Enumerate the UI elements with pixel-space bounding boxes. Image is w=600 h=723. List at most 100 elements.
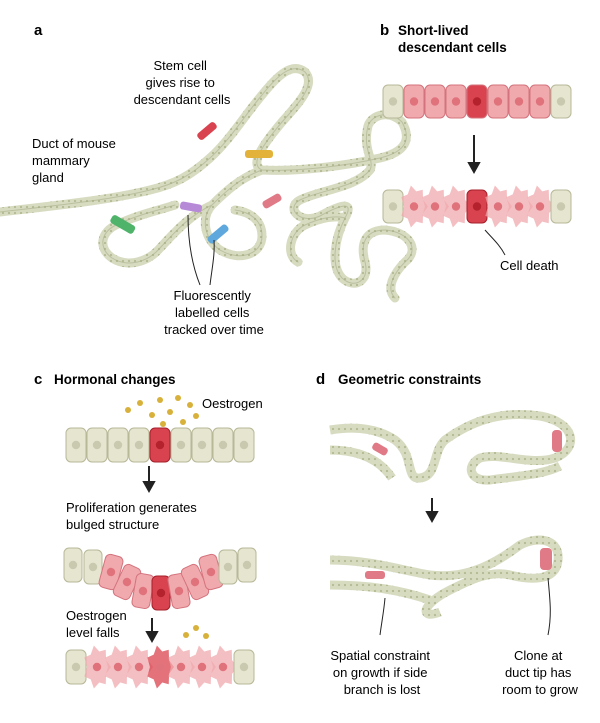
cell-pink	[529, 84, 551, 119]
cell-row-after	[65, 645, 255, 689]
panel-c-title: Hormonal changes	[54, 372, 176, 387]
label-duct: Duct of mouse mammary gland	[32, 136, 119, 185]
oestrogen-dot	[160, 421, 166, 427]
dying-cell	[105, 645, 132, 689]
cell-beige	[233, 649, 255, 685]
panel-a: a Stem cell gives rise to descendant cel…	[0, 22, 417, 337]
cell-beige	[550, 189, 572, 224]
cell-beige	[382, 84, 404, 119]
oestrogen-dot	[149, 412, 155, 418]
cell-red	[149, 427, 171, 463]
label-oestrogen-falls: Oestrogen level falls	[66, 608, 130, 640]
cell-row-bulged	[63, 547, 257, 611]
pointer-spatial	[379, 597, 386, 636]
dying-cell-red	[147, 645, 174, 689]
cell-beige	[212, 427, 234, 463]
arrow-down-b	[467, 135, 481, 175]
pointer-lines	[187, 214, 215, 286]
cell-beige	[382, 189, 404, 224]
label-cell-death: Cell death	[500, 258, 559, 273]
oestrogen-dot	[193, 625, 199, 631]
oestrogen-dot	[137, 400, 143, 406]
cell-red	[151, 575, 171, 611]
oestrogen-dot	[193, 413, 199, 419]
label-oestrogen: Oestrogen	[202, 396, 263, 411]
cell-beige	[86, 427, 108, 463]
labelled-clones	[110, 122, 282, 244]
clone-red	[197, 122, 217, 140]
panel-d-title: Geometric constraints	[338, 372, 481, 387]
dying-cell	[443, 185, 470, 228]
duct-branch-lost	[329, 535, 563, 619]
cell-pink	[508, 84, 530, 119]
dying-cell	[506, 185, 533, 228]
arrow-down-c2	[145, 618, 159, 644]
dying-cell	[401, 185, 428, 228]
cell-beige	[237, 547, 257, 583]
dying-cell	[168, 645, 195, 689]
cell-beige	[65, 649, 87, 685]
clone-orange	[245, 150, 273, 158]
label-spatial-constraint: Spatial constraint on growth if side bra…	[330, 648, 433, 697]
pointer-cell-death	[484, 229, 506, 256]
arrow-down-d	[425, 498, 439, 524]
oestrogen-dot	[203, 633, 209, 639]
panel-d: d Geometric constraints Spatial constrai…	[316, 371, 579, 697]
cell-beige	[65, 427, 87, 463]
panel-c: c Hormonal changes Oestrogen Proliferati…	[34, 371, 263, 689]
label-clone-tip: Clone at duct tip has room to grow	[502, 648, 578, 697]
cell-pink	[424, 84, 446, 119]
panel-b-title: Short-lived descendant cells	[398, 23, 507, 55]
dying-cell	[422, 185, 449, 228]
cell-row-dying	[382, 185, 572, 228]
cell-red	[466, 189, 488, 224]
mammary-duct-tree	[0, 64, 417, 303]
label-stem-cell: Stem cell gives rise to descendant cells	[134, 58, 231, 107]
panel-d-letter: d	[316, 371, 325, 388]
oestrogen-dot	[175, 395, 181, 401]
cell-beige	[550, 84, 572, 119]
cell-pink	[180, 563, 210, 601]
cell-row-healthy	[382, 84, 572, 119]
cell-pink	[167, 572, 191, 610]
cell-beige	[107, 427, 129, 463]
cell-beige	[170, 427, 192, 463]
dying-cell	[485, 185, 512, 228]
dying-cell	[210, 645, 237, 689]
dying-cell	[527, 185, 554, 228]
oestrogen-dots-falling	[183, 625, 209, 639]
label-proliferation: Proliferation generates bulged structure	[66, 500, 200, 532]
cell-beige	[233, 427, 255, 463]
oestrogen-dot	[183, 632, 189, 638]
cell-beige	[218, 549, 238, 585]
label-fluorescent: Fluorescently labelled cells tracked ove…	[164, 288, 264, 337]
clone-green	[110, 215, 136, 234]
clone-blue	[207, 224, 229, 244]
oestrogen-dot	[167, 409, 173, 415]
cell-pink	[98, 553, 124, 591]
cell-red	[466, 84, 488, 119]
dying-cell	[84, 645, 111, 689]
clone-pink-right	[262, 193, 282, 209]
cell-pink	[445, 84, 467, 119]
dying-cell	[189, 645, 216, 689]
cell-beige	[63, 547, 83, 583]
cell-beige	[128, 427, 150, 463]
oestrogen-dot	[125, 407, 131, 413]
oestrogen-dot	[157, 397, 163, 403]
cell-beige	[83, 549, 103, 585]
cell-pink	[403, 84, 425, 119]
dying-cell	[126, 645, 153, 689]
cell-beige	[191, 427, 213, 463]
panel-c-letter: c	[34, 371, 42, 388]
panel-b-letter: b	[380, 22, 389, 39]
oestrogen-dots	[125, 395, 199, 439]
clone-purple	[179, 201, 203, 213]
oestrogen-dot	[180, 419, 186, 425]
pointer-clone	[547, 577, 551, 636]
duct-with-side-branch	[329, 409, 576, 485]
cell-pink	[487, 84, 509, 119]
oestrogen-dot	[187, 402, 193, 408]
cell-row-before	[65, 427, 255, 463]
